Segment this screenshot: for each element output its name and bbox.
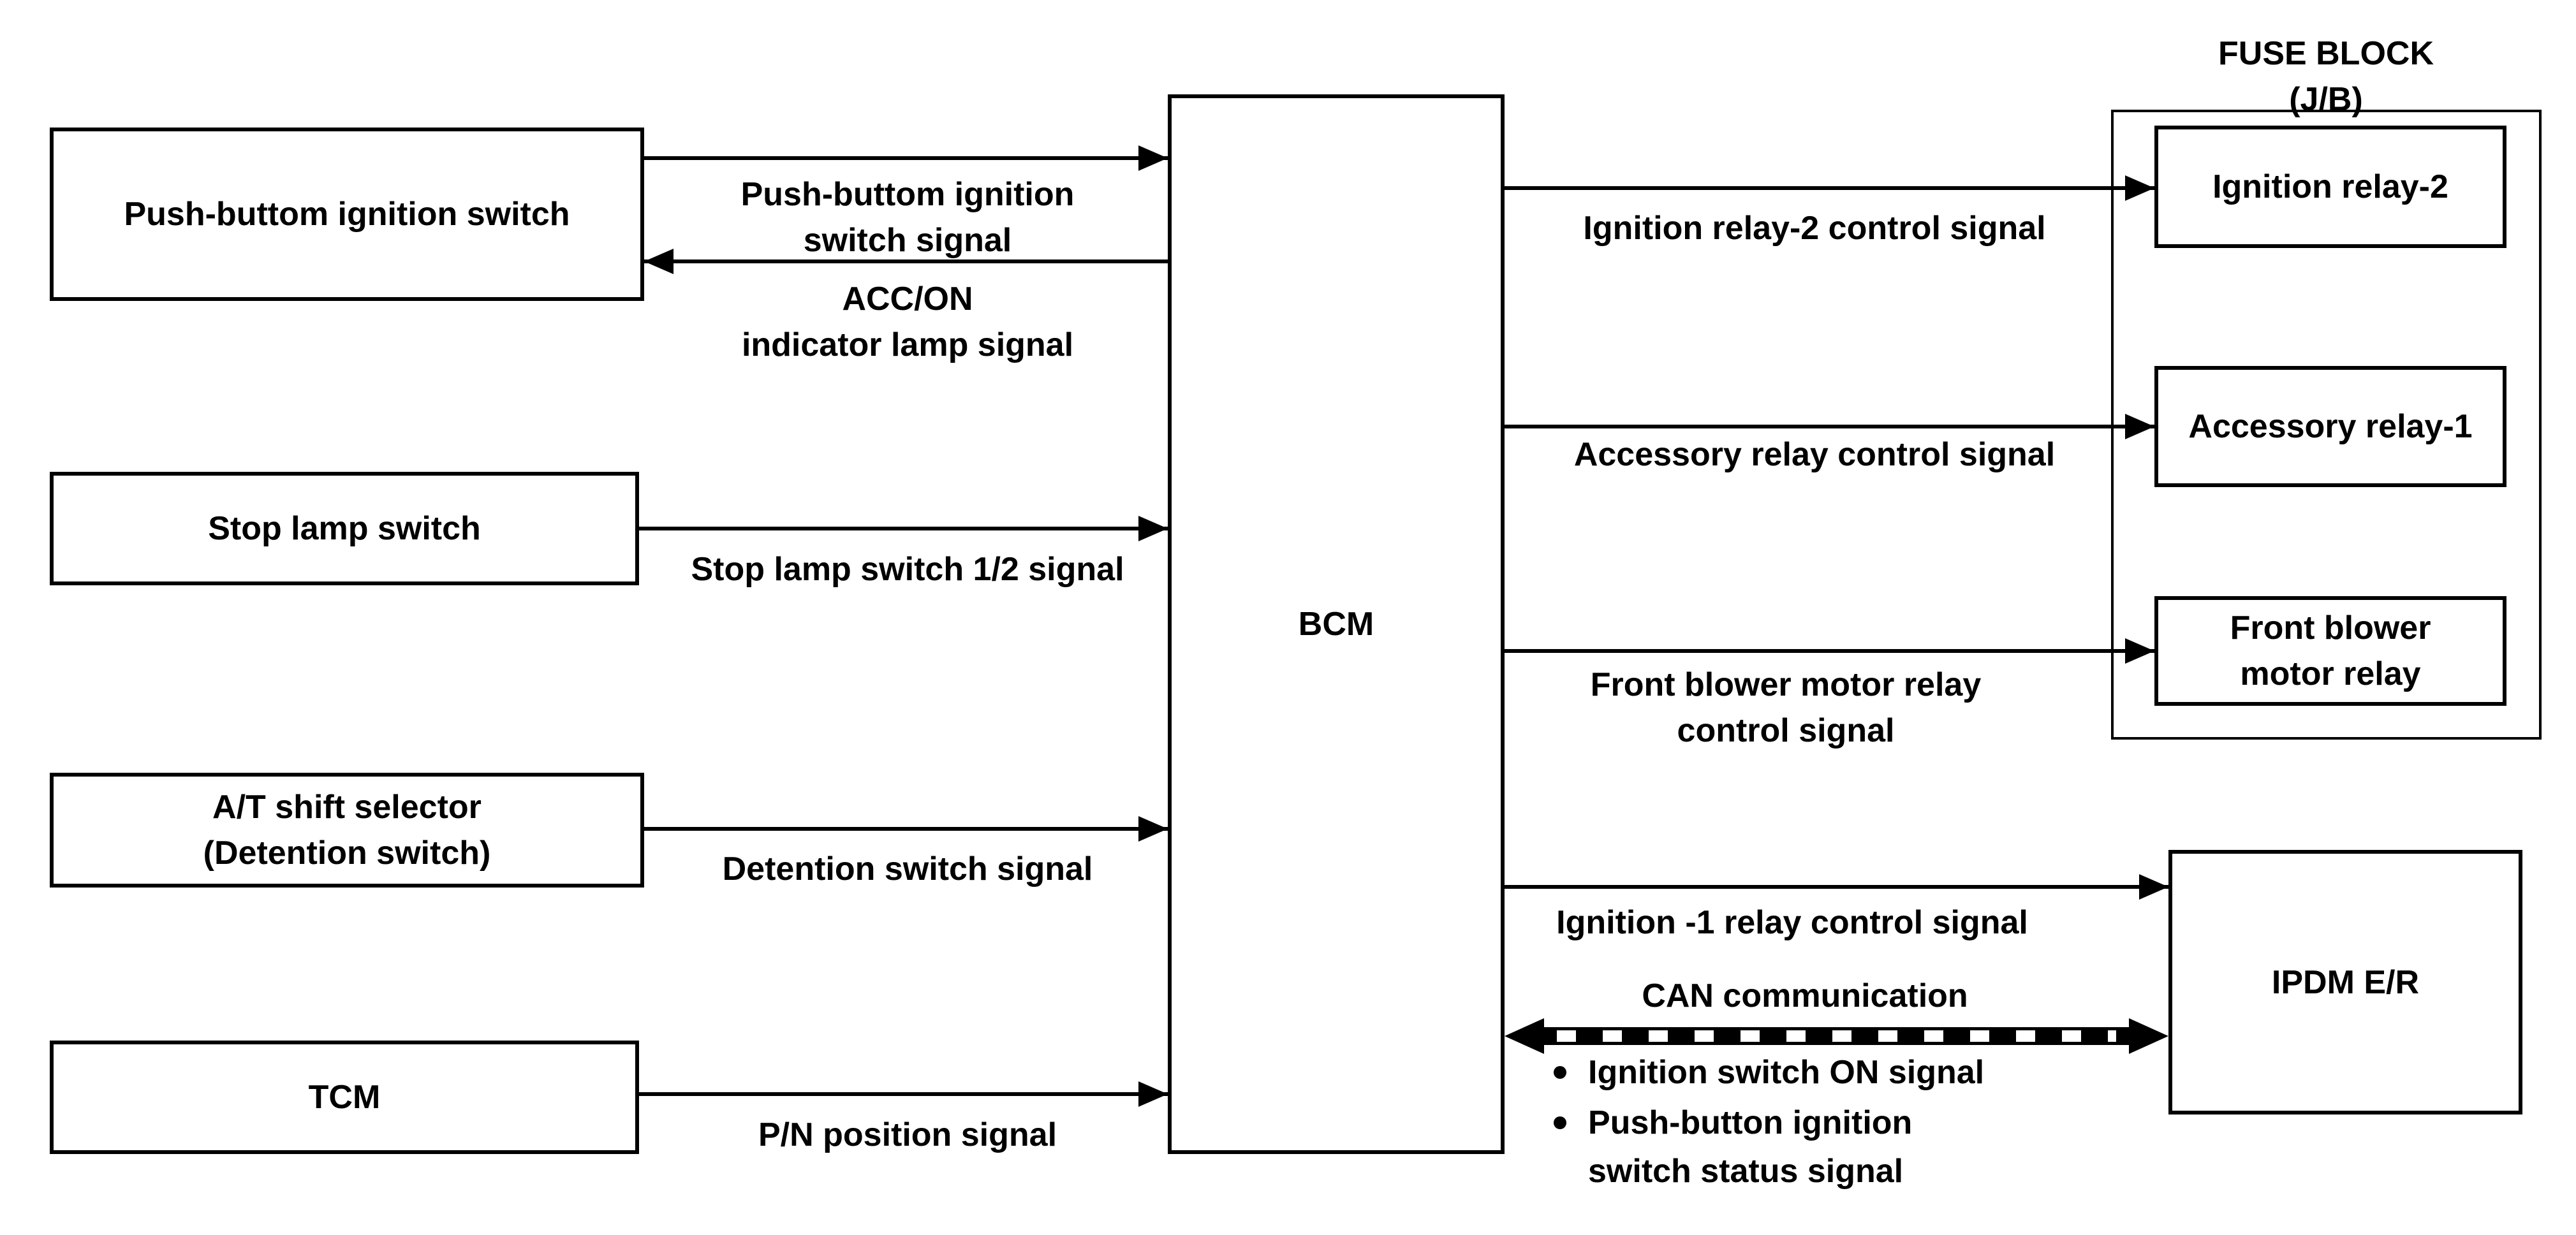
can-bus-dashed-shaft bbox=[1539, 1027, 2134, 1045]
arrow-line-acc-on-indicator bbox=[644, 259, 1168, 263]
can-signal-item-push-button-status: Push-button ignition switch status signa… bbox=[1554, 1099, 1912, 1195]
node-tcm: TCM bbox=[50, 1041, 639, 1154]
node-stop-lamp-switch: Stop lamp switch bbox=[50, 472, 639, 585]
arrowhead-ignition-1-relay-control bbox=[2139, 874, 2168, 900]
label-detention-switch-signal: Detention switch signal bbox=[722, 851, 1093, 888]
node-at-shift-selector: A/T shift selector (Detention switch) bbox=[50, 773, 644, 888]
arrowhead-stop-lamp-signal bbox=[1138, 516, 1168, 541]
label-acc-on-indicator-lamp-signal: ACC/ON indicator lamp signal bbox=[741, 281, 1074, 363]
arrow-line-push-button-signal bbox=[644, 156, 1168, 160]
arrowhead-ignition-relay-2-control bbox=[2125, 175, 2154, 201]
arrow-line-pn-position-signal bbox=[639, 1092, 1168, 1096]
node-ignition-relay-2: Ignition relay-2 bbox=[2154, 126, 2506, 248]
arrow-line-stop-lamp-signal bbox=[639, 527, 1168, 530]
arrowhead-accessory-relay-control bbox=[2125, 414, 2154, 439]
label-pn-position-signal: P/N position signal bbox=[758, 1116, 1057, 1153]
arrow-line-accessory-relay-control bbox=[1505, 425, 2154, 428]
arrow-line-ignition-1-relay-control bbox=[1505, 885, 2168, 889]
node-push-button-ignition-switch: Push-buttom ignition switch bbox=[50, 128, 644, 301]
label-can-communication: CAN communication bbox=[1642, 977, 1968, 1014]
label-stop-lamp-switch-signal: Stop lamp switch 1/2 signal bbox=[691, 551, 1124, 588]
label-accessory-relay-control-signal: Accessory relay control signal bbox=[1573, 436, 2056, 473]
label-ignition-1-relay-control-signal: Ignition -1 relay control signal bbox=[1556, 904, 2028, 941]
can-arrowhead-right bbox=[2129, 1018, 2168, 1054]
arrowhead-pn-position-signal bbox=[1138, 1081, 1168, 1107]
can-arrowhead-left bbox=[1505, 1018, 1544, 1054]
node-bcm: BCM bbox=[1168, 94, 1505, 1154]
arrowhead-push-button-signal bbox=[1138, 145, 1168, 171]
node-ipdm-er: IPDM E/R bbox=[2168, 850, 2522, 1114]
can-signal-item-ignition-switch-on: Ignition switch ON signal bbox=[1554, 1048, 1984, 1097]
arrowhead-acc-on-indicator bbox=[644, 249, 673, 274]
label-front-blower-motor-relay-control-signal: Front blower motor relay control signal bbox=[1590, 666, 1982, 749]
node-accessory-relay-1: Accessory relay-1 bbox=[2154, 366, 2506, 487]
arrowhead-detention-signal bbox=[1138, 816, 1168, 842]
arrowhead-front-blower-relay-control bbox=[2125, 638, 2154, 664]
arrow-line-ignition-relay-2-control bbox=[1505, 186, 2154, 190]
label-push-button-ignition-switch-signal: Push-buttom ignition switch signal bbox=[740, 176, 1075, 259]
arrow-line-front-blower-relay-control bbox=[1505, 649, 2154, 653]
fuse-block-title: FUSE BLOCK (J/B) bbox=[2218, 35, 2434, 118]
arrow-line-detention-signal bbox=[644, 827, 1168, 831]
node-front-blower-motor-relay: Front blower motor relay bbox=[2154, 596, 2506, 706]
label-ignition-relay-2-control-signal: Ignition relay-2 control signal bbox=[1583, 210, 2046, 247]
